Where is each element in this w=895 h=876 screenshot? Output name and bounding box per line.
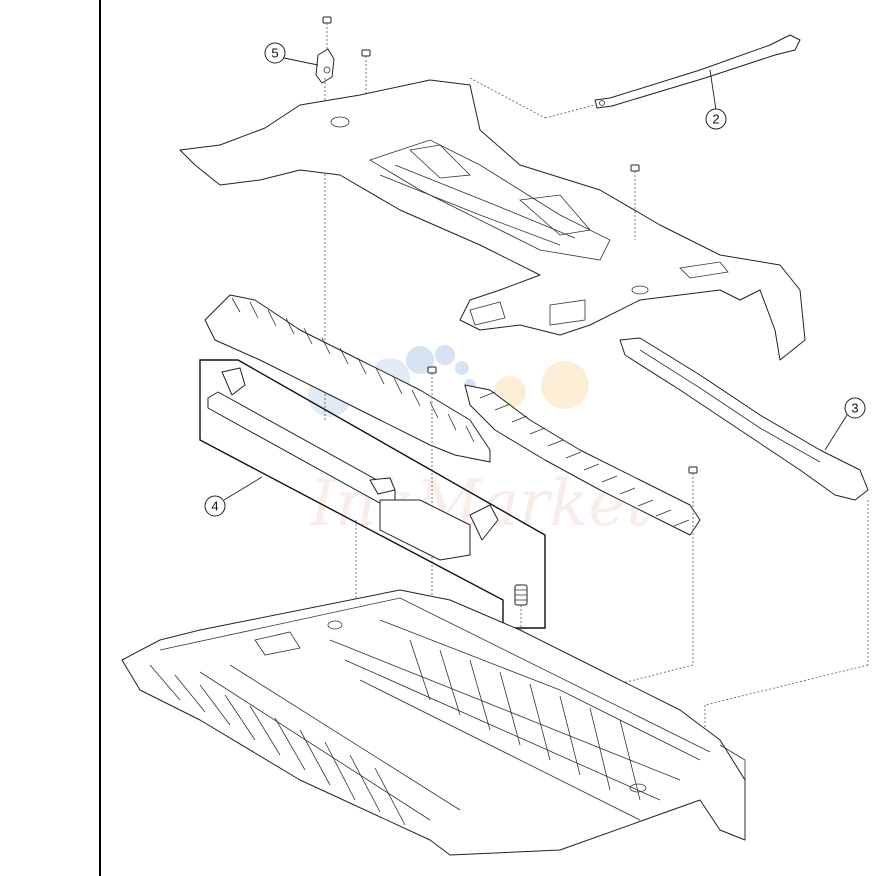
callout-4-label: 4: [211, 499, 218, 514]
screw-top-left-2: [361, 49, 371, 100]
part-3-guide-plate: [619, 337, 869, 501]
callout-5: 5: [264, 42, 319, 66]
base-tray: [121, 589, 746, 856]
part-2-link-arm: [594, 34, 801, 109]
screw-top-left-1: [322, 16, 332, 50]
part-5-bracket: [315, 48, 335, 84]
guide-line-part-3b: [704, 664, 869, 706]
guide-line-frame-to-link-2: [544, 104, 596, 119]
guide-line-frame-to-link: [469, 77, 546, 119]
screw-middle: [427, 366, 437, 800]
part-4-assembly-box: [199, 359, 546, 629]
spring: [514, 584, 528, 606]
screw-frame-right: [630, 164, 640, 240]
callout-2-label: 2: [712, 112, 719, 127]
callout-3-label: 3: [851, 401, 858, 416]
top-frame: [179, 79, 806, 361]
callout-4: 4: [204, 476, 263, 517]
callout-3: 3: [824, 397, 866, 451]
callout-2: 2: [705, 69, 727, 130]
callout-5-label: 5: [271, 46, 278, 61]
fin-guide-middle: [464, 384, 701, 536]
paper-guide-left: [204, 294, 491, 463]
